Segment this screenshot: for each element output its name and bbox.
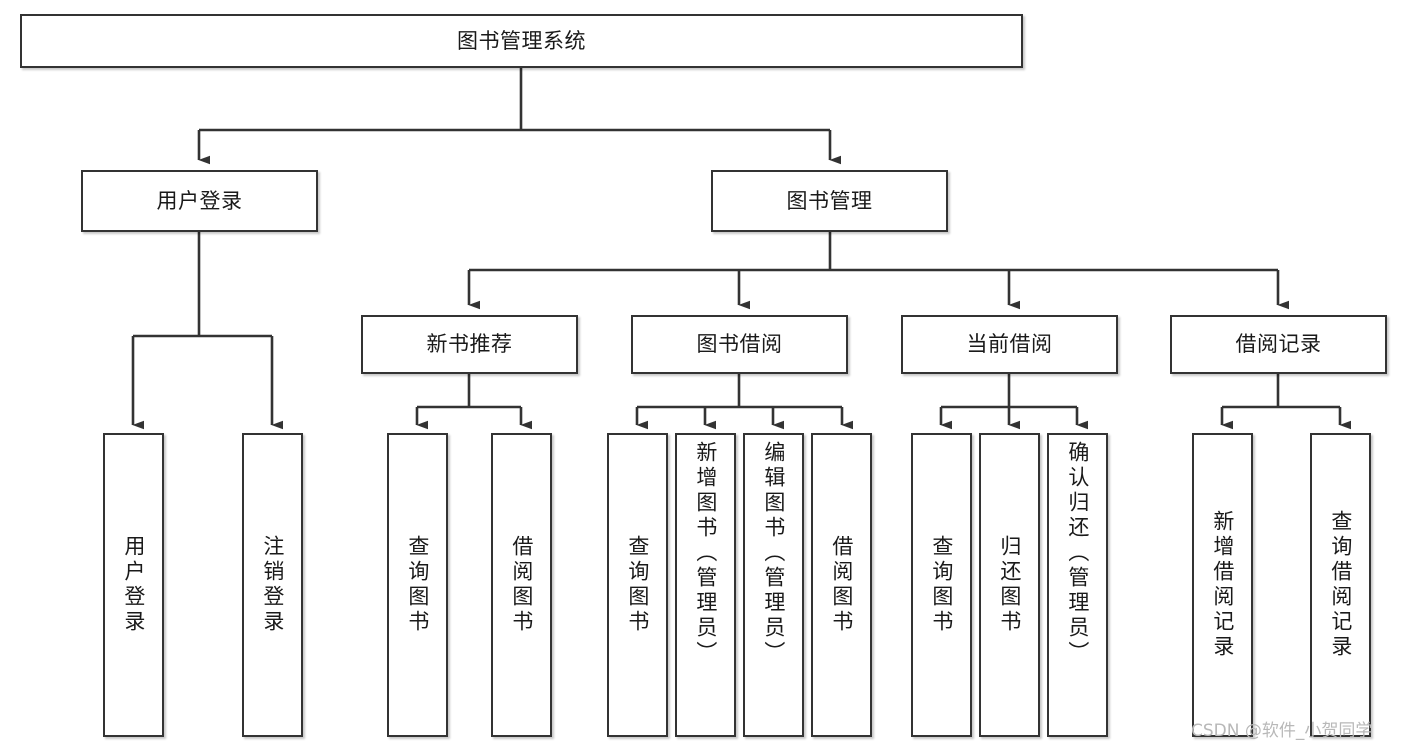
leaf-return-book[interactable]: 归还图书 xyxy=(979,433,1040,737)
leaf-edit-book[interactable]: 编辑图书（管理员） xyxy=(743,433,804,737)
leaf-add-book[interactable]: 新增图书（管理员） xyxy=(675,433,736,737)
leaf-query-book-1[interactable]: 查询图书 xyxy=(387,433,448,737)
leaf-add-book-label: 新增图书（管理员） xyxy=(693,441,718,666)
leaf-confirm-return[interactable]: 确认归还（管理员） xyxy=(1047,433,1108,737)
node-book-manage-label: 图书管理 xyxy=(786,188,873,213)
leaf-return-book-label: 归还图书 xyxy=(997,535,1022,635)
leaf-query-record[interactable]: 查询借阅记录 xyxy=(1310,433,1371,737)
node-current-borrow-label: 当前借阅 xyxy=(966,332,1053,357)
node-book-borrow-label: 图书借阅 xyxy=(696,332,783,357)
leaf-edit-book-label: 编辑图书（管理员） xyxy=(761,441,786,666)
leaf-borrow-book-1-label: 借阅图书 xyxy=(509,535,534,635)
node-book-borrow[interactable]: 图书借阅 xyxy=(631,315,848,374)
leaf-query-book-2[interactable]: 查询图书 xyxy=(607,433,668,737)
node-new-book-rec[interactable]: 新书推荐 xyxy=(361,315,578,374)
leaf-query-book-1-label: 查询图书 xyxy=(405,535,430,635)
node-new-book-rec-label: 新书推荐 xyxy=(426,332,513,357)
leaf-query-record-label: 查询借阅记录 xyxy=(1328,510,1353,660)
node-borrow-record[interactable]: 借阅记录 xyxy=(1170,315,1387,374)
leaf-borrow-book-1[interactable]: 借阅图书 xyxy=(491,433,552,737)
leaf-user-login[interactable]: 用户登录 xyxy=(103,433,164,737)
leaf-query-book-3[interactable]: 查询图书 xyxy=(911,433,972,737)
node-user-login-label: 用户登录 xyxy=(156,188,243,213)
leaf-query-book-3-label: 查询图书 xyxy=(929,535,954,635)
node-user-login[interactable]: 用户登录 xyxy=(81,170,318,232)
node-root[interactable]: 图书管理系统 xyxy=(20,14,1023,68)
leaf-logout[interactable]: 注销登录 xyxy=(242,433,303,737)
leaf-add-record-label: 新增借阅记录 xyxy=(1210,510,1235,660)
leaf-user-login-label: 用户登录 xyxy=(121,535,146,635)
leaf-confirm-return-label: 确认归还（管理员） xyxy=(1065,441,1090,666)
leaf-logout-label: 注销登录 xyxy=(260,535,285,635)
leaf-borrow-book-2[interactable]: 借阅图书 xyxy=(811,433,872,737)
leaf-borrow-book-2-label: 借阅图书 xyxy=(829,535,854,635)
node-borrow-record-label: 借阅记录 xyxy=(1235,332,1322,357)
node-current-borrow[interactable]: 当前借阅 xyxy=(901,315,1118,374)
node-book-manage[interactable]: 图书管理 xyxy=(711,170,948,232)
node-root-label: 图书管理系统 xyxy=(457,28,586,53)
leaf-add-record[interactable]: 新增借阅记录 xyxy=(1192,433,1253,737)
leaf-query-book-2-label: 查询图书 xyxy=(625,535,650,635)
